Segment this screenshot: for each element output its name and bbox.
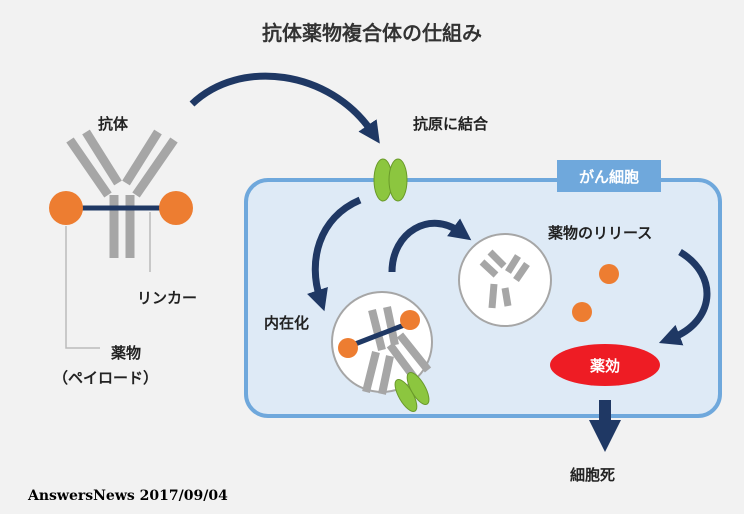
release-arrow <box>658 249 711 346</box>
released-drug-1 <box>599 264 619 284</box>
diagram-title: 抗体薬物複合体の仕組み <box>262 21 482 45</box>
cell-death-arrow-head <box>589 420 621 452</box>
trafficking-arrow <box>388 218 472 273</box>
internalized-linker <box>349 319 413 349</box>
internalized-drug-right <box>400 310 420 330</box>
internalized-antigen <box>394 372 430 412</box>
lysosome <box>458 233 552 327</box>
payload-label: （ペイロード） <box>53 369 159 387</box>
cell-death-label: 細胞死 <box>570 466 616 484</box>
internalization-arrow <box>307 196 362 312</box>
drug-leader-line <box>65 226 100 349</box>
cell-death-arrow-shaft <box>599 400 611 422</box>
drug-label: 薬物 <box>110 344 141 362</box>
drug-release-label: 薬物のリリース <box>548 224 653 242</box>
antibody-label: 抗体 <box>98 115 129 133</box>
cancer-cell-badge: がん細胞 <box>557 160 661 192</box>
binding-arrow <box>189 72 380 144</box>
drug-payload-left <box>49 191 83 225</box>
linker-label: リンカー <box>137 289 198 307</box>
drug-effect-badge: 薬効 <box>550 344 660 386</box>
source-credit: AnswersNews 2017/09/04 <box>28 488 228 504</box>
released-drug-2 <box>572 302 592 322</box>
antibody <box>66 129 178 258</box>
drug-payload-right <box>159 191 193 225</box>
degraded-antibody <box>479 249 530 309</box>
internalization-label: 内在化 <box>264 314 310 332</box>
antigen <box>373 158 408 202</box>
internalized-drug-left <box>338 338 358 358</box>
antigen-binding-label: 抗原に結合 <box>413 115 489 133</box>
